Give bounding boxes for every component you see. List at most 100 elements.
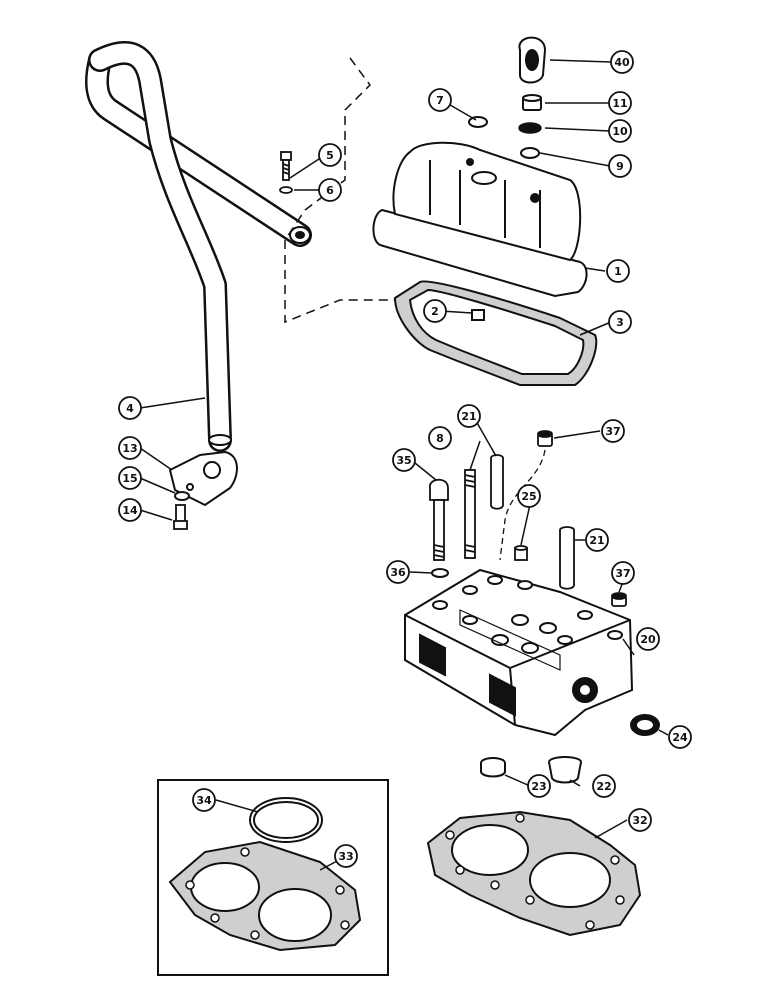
lifting-eye xyxy=(518,36,547,84)
callout-c33: 33 xyxy=(334,844,358,868)
sleeve-25 xyxy=(514,545,528,561)
callout-c32: 32 xyxy=(628,808,652,832)
callout-circle xyxy=(318,178,342,202)
callout-circle xyxy=(636,627,660,651)
callout-circle xyxy=(386,560,410,584)
callout-c23: 23 xyxy=(527,774,551,798)
callout-circle xyxy=(606,259,630,283)
callout-c20: 20 xyxy=(636,627,660,651)
callout-c4: 4 xyxy=(118,396,142,420)
head-bolt xyxy=(429,478,449,561)
callout-number: 37 xyxy=(605,425,620,438)
head-stud xyxy=(464,469,476,559)
callout-number: 5 xyxy=(326,149,334,162)
head-gasket-32 xyxy=(426,810,642,937)
plug-37a xyxy=(537,430,553,447)
callout-circle xyxy=(118,436,142,460)
lock-washer xyxy=(174,491,190,501)
head-gasket-33 xyxy=(168,840,362,952)
callout-number: 25 xyxy=(521,490,536,503)
tube-bracket xyxy=(168,450,238,507)
bolt-washer xyxy=(431,568,449,578)
seal-ring-23 xyxy=(480,757,506,778)
callout-circle xyxy=(608,310,632,334)
callout-number: 6 xyxy=(326,184,334,197)
bracket-bolt xyxy=(173,504,188,530)
callout-c7: 7 xyxy=(428,88,452,112)
callout-circle xyxy=(318,143,342,167)
alternate-parts-box xyxy=(157,779,389,976)
cover-nut xyxy=(522,94,542,111)
breather-tube xyxy=(85,41,312,452)
callout-c8: 8 xyxy=(428,426,452,450)
callout-number: 20 xyxy=(640,633,656,646)
tube-clamp-bolt xyxy=(279,151,293,194)
callout-number: 3 xyxy=(616,316,624,329)
callout-number: 8 xyxy=(436,432,444,445)
callout-c34: 34 xyxy=(192,788,216,812)
callout-number: 10 xyxy=(612,125,628,138)
callout-number: 4 xyxy=(126,402,134,415)
callout-number: 24 xyxy=(672,731,688,744)
callout-number: 15 xyxy=(122,472,137,485)
assembly-path xyxy=(284,57,470,324)
callout-number: 13 xyxy=(122,442,137,455)
callout-circle xyxy=(585,528,609,552)
callout-c24: 24 xyxy=(668,725,692,749)
plug-37b xyxy=(611,592,627,607)
callout-c37a: 37 xyxy=(601,419,625,443)
callout-circle xyxy=(628,808,652,832)
callout-c10: 10 xyxy=(608,119,632,143)
callout-c21b: 21 xyxy=(585,528,609,552)
seal-washer xyxy=(468,116,488,128)
push-rod-tube-lower xyxy=(559,526,575,590)
callout-circle xyxy=(192,788,216,812)
callout-circle xyxy=(527,774,551,798)
callout-circle xyxy=(610,50,634,74)
callout-labels: 1234567891011131415202121222324253233343… xyxy=(118,50,692,868)
callout-number: 35 xyxy=(396,454,411,467)
callout-number: 2 xyxy=(431,305,439,318)
callout-circle xyxy=(517,484,541,508)
callout-circle xyxy=(118,466,142,490)
cylinder-head xyxy=(404,568,634,737)
callout-number: 23 xyxy=(531,780,546,793)
callout-number: 14 xyxy=(122,504,138,517)
callout-c5: 5 xyxy=(318,143,342,167)
callout-c15: 15 xyxy=(118,466,142,490)
sleeve-22 xyxy=(548,756,582,784)
callout-circle xyxy=(608,119,632,143)
callout-circle xyxy=(118,396,142,420)
callout-number: 32 xyxy=(632,814,647,827)
callout-c6: 6 xyxy=(318,178,342,202)
callout-number: 7 xyxy=(436,94,444,107)
callout-c1: 1 xyxy=(606,259,630,283)
push-rod-tube-upper xyxy=(490,454,504,510)
cover-grommet xyxy=(520,147,540,159)
callout-number: 1 xyxy=(614,265,622,278)
callout-circle xyxy=(592,774,616,798)
callout-circle xyxy=(608,154,632,178)
seal-ring-24 xyxy=(630,714,660,736)
callout-circle xyxy=(334,844,358,868)
callout-c21a: 21 xyxy=(457,404,481,428)
callout-circle xyxy=(608,91,632,115)
sealing-ring-34 xyxy=(249,797,323,843)
callout-circle xyxy=(428,88,452,112)
callout-c3: 3 xyxy=(608,310,632,334)
callout-number: 22 xyxy=(596,780,611,793)
callout-circle xyxy=(668,725,692,749)
valve-cover xyxy=(372,141,588,298)
cover-washer xyxy=(518,122,542,134)
callout-c11: 11 xyxy=(608,91,632,115)
callout-number: 21 xyxy=(461,410,476,423)
callout-c35: 35 xyxy=(392,448,416,472)
callout-number: 34 xyxy=(196,794,212,807)
callout-c9: 9 xyxy=(608,154,632,178)
callout-circle xyxy=(457,404,481,428)
callout-number: 40 xyxy=(614,56,630,69)
callout-c25: 25 xyxy=(517,484,541,508)
callout-circle xyxy=(428,426,452,450)
